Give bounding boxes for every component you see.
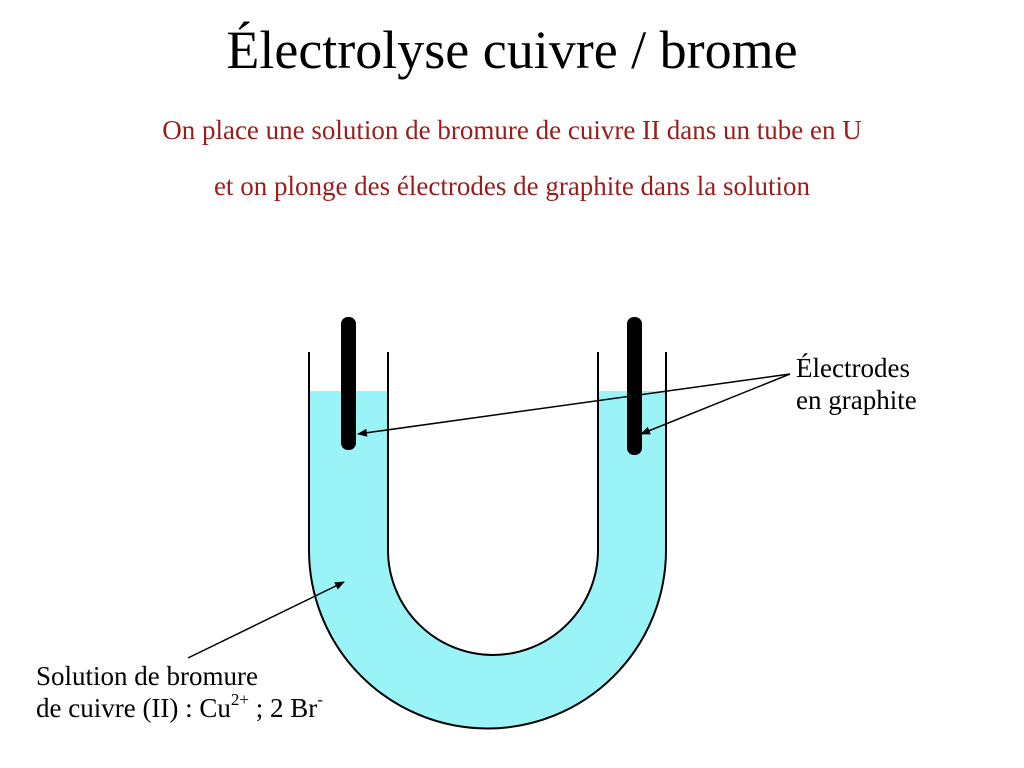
electrodes-label-line-1: Électrodes (796, 353, 910, 383)
page-title: Électrolyse cuivre / brome (226, 20, 798, 80)
right-graphite-electrode (627, 317, 642, 455)
subtitle-line-2: et on plonge des électrodes de graphite … (213, 171, 811, 201)
solution-label-line-1: Solution de bromure (36, 661, 258, 691)
br-charge: - (317, 690, 323, 709)
left-graphite-electrode (341, 317, 356, 450)
electrodes-label-line-2: en graphite (796, 385, 917, 415)
solution-label: Solution de bromure de cuivre (II) : Cu2… (36, 660, 323, 724)
arrow-to-right-electrode (640, 373, 791, 435)
solution-label-prefix: de cuivre (II) : Cu (36, 693, 231, 723)
u-tube-inner-wall (387, 352, 599, 656)
arrow-to-left-electrode (357, 373, 791, 437)
cu-charge: 2+ (230, 690, 250, 709)
arrow-to-solution (187, 581, 345, 659)
subtitle-line-1: On place une solution de bromure de cuiv… (162, 115, 862, 145)
u-tube-outer-wall (308, 352, 667, 730)
solution-label-line-2: de cuivre (II) : Cu2+ ; 2 Br- (36, 690, 323, 724)
electrodes-label: Électrodes en graphite (796, 352, 917, 416)
copper-bromide-solution (309, 391, 666, 729)
solution-label-mid: ; 2 Br (249, 693, 318, 723)
